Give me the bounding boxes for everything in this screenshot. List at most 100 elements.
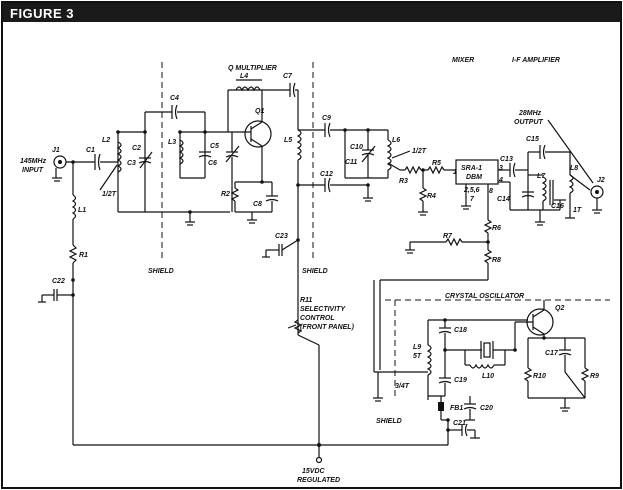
label-c12: C12 xyxy=(320,171,333,178)
resistor-r3 xyxy=(404,165,422,175)
resistor-r7 xyxy=(445,237,463,247)
label-c4: C4 xyxy=(170,95,179,102)
resistor-r6 xyxy=(483,219,493,234)
junction xyxy=(542,336,546,340)
potentiometer-r11 xyxy=(293,319,303,334)
ferrite-bead-fb1 xyxy=(438,402,444,411)
label-control: CONTROL xyxy=(300,315,335,322)
label-l5: L5 xyxy=(284,137,292,144)
label-l4: L4 xyxy=(240,73,248,80)
label-input: INPUT xyxy=(22,167,44,174)
junction xyxy=(116,130,120,134)
label-j1: J1 xyxy=(52,147,60,154)
label-l1: L1 xyxy=(78,207,86,214)
label-c7: C7 xyxy=(283,73,293,80)
capacitor-c20-plate xyxy=(463,406,477,410)
label-c22: C22 xyxy=(52,278,65,285)
label-c16: C16 xyxy=(551,203,564,210)
label-input-freq: 145MHz xyxy=(20,158,47,165)
figure-title-bar: FIGURE 3 xyxy=(2,2,621,22)
label-c13: C13 xyxy=(500,156,513,163)
label-c3: C3 xyxy=(127,160,136,167)
label-mixer-pin8: 8 xyxy=(489,188,493,195)
label-r3: R3 xyxy=(399,178,408,185)
tap-pointer xyxy=(99,164,118,191)
inductor-l4 xyxy=(235,86,261,92)
label-mixer-pin3: 3 xyxy=(499,165,503,172)
wire xyxy=(569,174,591,191)
pot-wiper xyxy=(287,324,297,329)
label-c19: C19 xyxy=(454,377,467,384)
label-front-panel: (FRONT PANEL) xyxy=(300,324,355,331)
inductor-l1 xyxy=(71,194,77,220)
inductor-l2 xyxy=(116,141,122,173)
label-mixer-pin1: 1 xyxy=(453,169,457,176)
label-r5: R5 xyxy=(432,160,441,167)
inductor-l9 xyxy=(426,344,432,376)
wire xyxy=(281,239,299,251)
resistor-r8 xyxy=(483,249,493,264)
label-r10: R10 xyxy=(533,373,546,380)
resistor-r10 xyxy=(523,367,533,382)
label-l10: L10 xyxy=(482,373,494,380)
wire xyxy=(564,371,586,399)
trimmer-arrow xyxy=(225,145,240,163)
label-l6-tap: 1/2T xyxy=(412,148,427,155)
label-l3: L3 xyxy=(168,139,176,146)
label-c23: C23 xyxy=(275,233,288,240)
label-q2: Q2 xyxy=(555,305,564,312)
label-r8: R8 xyxy=(492,257,501,264)
label-output-freq: 28MHz xyxy=(518,110,542,117)
label-mixer-pin7: 7 xyxy=(470,196,475,203)
wire xyxy=(297,334,320,346)
label-selectivity: SELECTIVITY xyxy=(300,306,346,313)
output-pointer xyxy=(547,119,594,184)
junction xyxy=(260,180,264,184)
label-c17: C17 xyxy=(545,350,559,357)
label-supply-regulated: REGULATED xyxy=(297,477,340,484)
label-l6: L6 xyxy=(392,137,400,144)
label-c21: C21 xyxy=(453,420,466,427)
label-supply-voltage: 15VDC xyxy=(302,468,326,475)
tap-pointer xyxy=(391,150,411,159)
label-shield-mid: SHIELD xyxy=(302,268,328,275)
capacitor-c10-plate xyxy=(361,152,375,156)
label-r11: R11 xyxy=(300,297,312,304)
resistor-r9 xyxy=(580,367,590,382)
capacitor-c7-plate xyxy=(292,82,296,98)
inductor-l6 xyxy=(386,139,392,171)
capacitor-c9-plate xyxy=(327,122,331,138)
output-jack-j2 xyxy=(590,185,604,214)
label-l2-tap: 1/2T xyxy=(102,191,117,198)
label-c6: C6 xyxy=(208,160,217,167)
label-mixer-name: SRA-1 xyxy=(461,165,482,172)
label-mixer-pin4: 4 xyxy=(498,177,503,184)
label-shield-left: SHIELD xyxy=(148,268,174,275)
label-c8: C8 xyxy=(253,201,262,208)
trimmer-arrow xyxy=(139,151,153,169)
figure-title: FIGURE 3 xyxy=(10,6,74,21)
label-q1: Q1 xyxy=(255,108,264,115)
label-output: OUTPUT xyxy=(514,119,544,126)
label-c20: C20 xyxy=(480,405,493,412)
capacitor-c13-plate xyxy=(512,162,516,178)
label-c10: C10 xyxy=(350,144,363,151)
label-l9-turns: 5T xyxy=(413,353,422,360)
capacitor-c21-plate xyxy=(464,423,468,437)
label-r7: R7 xyxy=(443,233,453,240)
label-r2: R2 xyxy=(221,191,230,198)
label-c9: C9 xyxy=(322,115,331,122)
resistor-r5 xyxy=(427,165,445,175)
capacitor-c18-plate xyxy=(438,330,452,334)
capacitor-c1 xyxy=(94,153,101,171)
trimmer-arrow xyxy=(361,145,376,163)
label-r6: R6 xyxy=(492,225,501,232)
label-r1: R1 xyxy=(79,252,88,259)
section-crystal-oscillator: CRYSTAL OSCILLATOR xyxy=(445,293,524,300)
label-l8-turns: 1T xyxy=(573,207,582,214)
label-c1: C1 xyxy=(86,147,95,154)
capacitor-c6-plate xyxy=(225,154,239,158)
transistor-q1 xyxy=(232,120,272,148)
